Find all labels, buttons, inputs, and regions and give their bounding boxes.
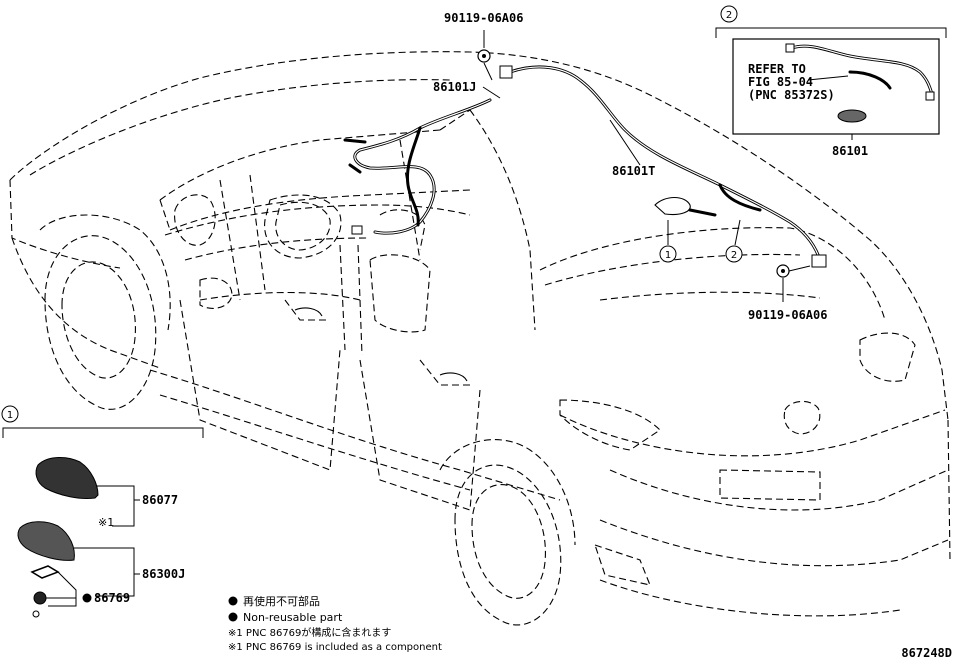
small-screw-icon bbox=[32, 610, 40, 618]
gasket-icon bbox=[30, 565, 60, 579]
car-body-outline bbox=[9, 51, 951, 626]
antenna-cover-ref-mark: ※1 bbox=[98, 516, 114, 529]
harness-t-part-number: 86101T bbox=[612, 164, 655, 178]
legend-note-en: ※1 PNC 86769 is included as a component bbox=[228, 642, 442, 653]
refer-line-3: (PNC 85372S) bbox=[748, 88, 835, 102]
antenna-base-icon bbox=[17, 521, 75, 561]
gasket-part-number: 86769 bbox=[94, 591, 130, 605]
bolt-rear-icon bbox=[776, 264, 811, 302]
callout-2-inset-marker bbox=[720, 5, 738, 23]
inset-2-part-number: 86101 bbox=[832, 144, 868, 158]
callout-2-inset-label: 2 bbox=[726, 10, 732, 21]
roof-antenna-shape bbox=[654, 196, 691, 216]
refer-line-2: FIG 85-04 bbox=[748, 75, 813, 89]
svg-text:1: 1 bbox=[665, 250, 671, 261]
antenna-cover-part-number: 86077 bbox=[142, 493, 178, 507]
inset-1: 1 86077 ※1 86300J 86769 bbox=[1, 405, 204, 618]
legend-bullet-2 bbox=[228, 612, 238, 622]
bolt-top-icon bbox=[477, 30, 493, 81]
legend-non-reusable-en: Non-reusable part bbox=[243, 611, 343, 624]
harness-86101t bbox=[499, 65, 827, 268]
inset-2: 2 REFER TO FIG 85-04 (PNC 85372S) 86101 bbox=[715, 5, 947, 158]
non-reusable-mark-86769 bbox=[82, 593, 92, 603]
harness-j-part-number: 86101J bbox=[433, 80, 476, 94]
refer-line-1: REFER TO bbox=[748, 62, 806, 76]
callout-1-inset-marker bbox=[1, 405, 19, 423]
legend-note-jp: ※1 PNC 86769が構成に含まれます bbox=[228, 626, 391, 639]
inset-2-box bbox=[732, 38, 940, 135]
legend-bullet-1 bbox=[228, 596, 238, 606]
inset-2-part-icon bbox=[837, 109, 867, 123]
bolt-rear-part-number: 90119-06A06 bbox=[748, 308, 827, 322]
callout-1-inset-label: 1 bbox=[7, 410, 13, 421]
antenna-assy-part-number: 86300J bbox=[142, 567, 185, 581]
svg-text:2: 2 bbox=[731, 250, 737, 261]
bolt-top-part-number: 90119-06A06 bbox=[444, 11, 523, 25]
callout-1-on-car: 1 bbox=[659, 245, 677, 263]
callout-2-on-car: 2 bbox=[725, 245, 743, 263]
legend-non-reusable-jp: 再使用不可部品 bbox=[243, 594, 320, 608]
harness-86101j bbox=[343, 98, 492, 235]
antenna-cover-icon bbox=[35, 457, 99, 499]
grommet-icon bbox=[33, 591, 47, 605]
diagram-id: 867248D bbox=[901, 646, 952, 660]
legend: 再使用不可部品 Non-reusable part ※1 PNC 86769が構… bbox=[228, 594, 442, 653]
